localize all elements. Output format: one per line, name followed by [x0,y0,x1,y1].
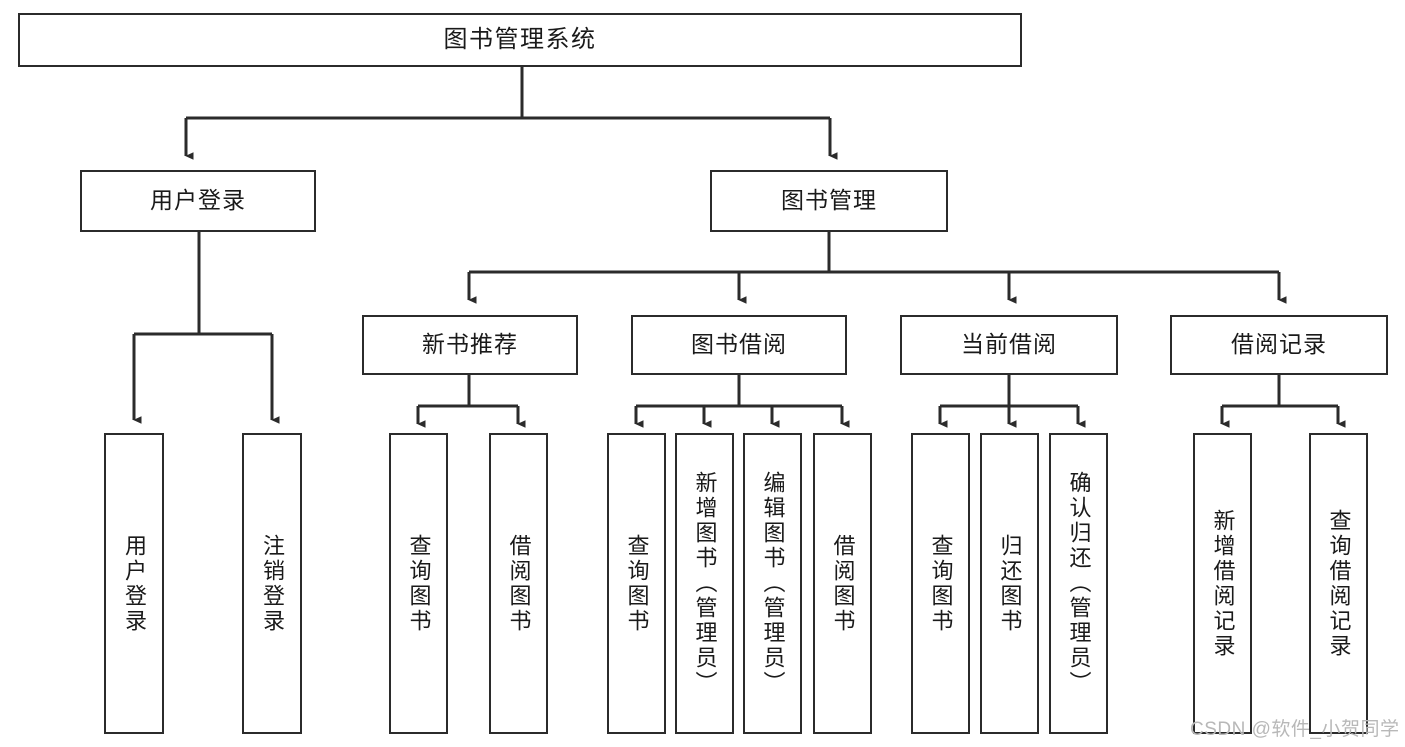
leaf-borrow-book[interactable]: 借阅图书 [813,433,872,734]
node-book-borrow[interactable]: 图书借阅 [631,315,847,375]
leaf-edit-book-admin-label: 编辑图书（管理员） [760,471,786,696]
leaf-return-book[interactable]: 归还图书 [980,433,1039,734]
node-book-management[interactable]: 图书管理 [710,170,948,232]
leaf-user-login[interactable]: 用户登录 [104,433,164,734]
leaf-query-book-borrow-label: 查询图书 [624,533,650,634]
leaf-query-book-recommend[interactable]: 查询图书 [389,433,448,734]
leaf-borrow-book-label: 借阅图书 [830,533,856,634]
leaf-logout[interactable]: 注销登录 [242,433,302,734]
node-current-borrow[interactable]: 当前借阅 [900,315,1118,375]
node-borrow-record[interactable]: 借阅记录 [1170,315,1388,375]
leaf-edit-book-admin[interactable]: 编辑图书（管理员） [743,433,802,734]
leaf-confirm-return-admin[interactable]: 确认归还（管理员） [1049,433,1108,734]
leaf-logout-label: 注销登录 [259,533,285,634]
leaf-user-login-label: 用户登录 [121,533,147,634]
leaf-query-book-recommend-label: 查询图书 [406,533,432,634]
leaf-add-borrow-record[interactable]: 新增借阅记录 [1193,433,1252,734]
leaf-query-book-current-label: 查询图书 [928,533,954,634]
leaf-return-book-label: 归还图书 [997,533,1023,634]
leaf-query-borrow-record-label: 查询借阅记录 [1326,508,1352,659]
leaf-borrow-book-recommend[interactable]: 借阅图书 [489,433,548,734]
leaf-add-borrow-record-label: 新增借阅记录 [1210,508,1236,659]
node-root-book-management-system[interactable]: 图书管理系统 [18,13,1022,67]
leaf-add-book-admin[interactable]: 新增图书（管理员） [675,433,734,734]
csdn-watermark: CSDN @软件_小贺同学 [1190,719,1400,740]
leaf-confirm-return-admin-label: 确认归还（管理员） [1066,471,1092,696]
leaf-query-book-borrow[interactable]: 查询图书 [607,433,666,734]
leaf-query-borrow-record[interactable]: 查询借阅记录 [1309,433,1368,734]
node-new-book-recommend[interactable]: 新书推荐 [362,315,578,375]
node-user-login[interactable]: 用户登录 [80,170,316,232]
leaf-borrow-book-recommend-label: 借阅图书 [506,533,532,634]
leaf-query-book-current[interactable]: 查询图书 [911,433,970,734]
leaf-add-book-admin-label: 新增图书（管理员） [692,471,718,696]
